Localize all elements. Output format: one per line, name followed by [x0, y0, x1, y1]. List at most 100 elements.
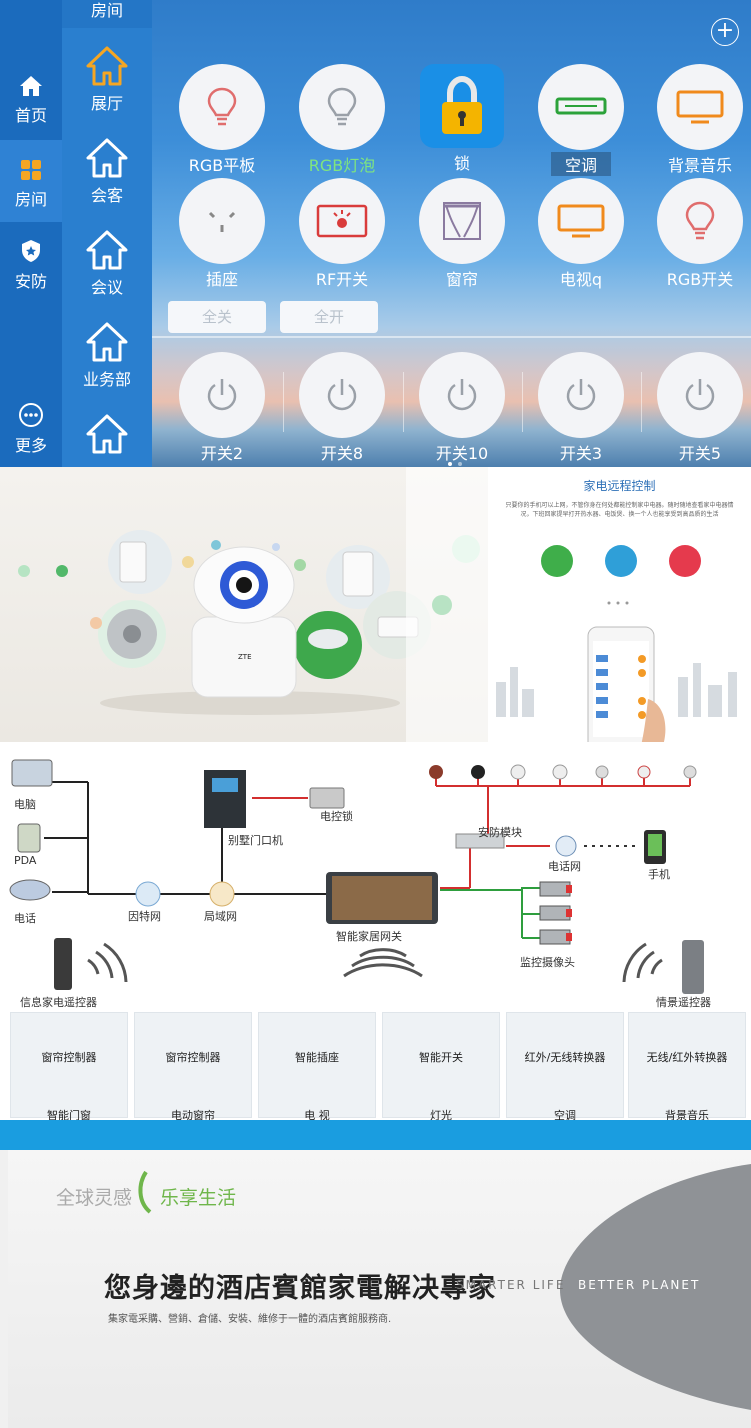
tile-bottom-label: 智能门窗: [47, 1109, 91, 1122]
all-on-button[interactable]: 全开: [280, 301, 378, 333]
house-icon: [86, 322, 128, 362]
smart-home-app: 首页 房间 安防 更多 房间 展厅 会客 会议 业务部 + RGB平板 RGB灯: [0, 0, 751, 467]
nav-home-label: 首页: [14, 106, 47, 125]
power-icon: [566, 379, 596, 411]
tile-smart-switch: 智能开关 灯光: [382, 1012, 500, 1122]
nav-rooms[interactable]: 房间: [0, 140, 62, 222]
tile-curtain-controller-1: 窗帘控制器 智能门窗: [10, 1012, 128, 1122]
device-rf-switch[interactable]: RF开关: [297, 178, 387, 290]
label-remote-right: 情景遥控器: [656, 996, 711, 1009]
tile-smart-socket: 智能插座 电 视: [258, 1012, 376, 1122]
label-gateway: 智能家居网关: [336, 930, 402, 943]
divider: [152, 336, 751, 338]
tagline-smarter-life: SMARTER LIFE: [456, 1278, 566, 1292]
tile-top-label: 智能插座: [295, 1051, 339, 1064]
page-dot: [458, 462, 462, 466]
device-label: RGB开关: [666, 270, 734, 289]
device-label: RGB平板: [188, 156, 256, 175]
all-off-button[interactable]: 全关: [168, 301, 266, 333]
label-camera: 监控摄像头: [520, 956, 575, 969]
room-partial[interactable]: [62, 412, 152, 458]
slogan-left: 全球灵感: [56, 1187, 133, 1209]
promo-description: 只要你的手机可以上网，不管你身在何处都能控制家中电器。随时随地查看家中电器情况，…: [505, 502, 734, 518]
room-label: 业务部: [82, 370, 131, 389]
tile-bottom-label: 电动窗帘: [171, 1109, 215, 1122]
smart-devices-illustration: ZTE: [18, 467, 488, 742]
banner-headline: 您身邊的酒店賓館家電解决專家: [104, 1273, 496, 1304]
switch-5[interactable]: 开关5: [655, 352, 745, 464]
company-banner: [0, 1120, 751, 1428]
tile-curtain-controller-2: 窗帘控制器 电动窗帘: [134, 1012, 252, 1122]
promo-icon-router: [540, 545, 574, 579]
power-icon: [685, 379, 715, 411]
tile-top-label: 红外/无线转换器: [524, 1051, 606, 1064]
tile-top-label: 窗帘控制器: [41, 1051, 97, 1064]
nav-security[interactable]: 安防: [0, 238, 62, 318]
device-label: RGB灯泡: [308, 156, 376, 175]
diagram-lines: [9, 759, 704, 994]
device-curtain[interactable]: 窗帘: [417, 178, 507, 290]
room-business[interactable]: 业务部: [62, 320, 152, 390]
banner-shape: [0, 1120, 751, 1428]
power-icon: [327, 379, 357, 411]
device-bg-music[interactable]: 背景音乐: [655, 64, 745, 176]
svg-text:ZTE: ZTE: [238, 653, 252, 661]
label-computer: 电脑: [14, 798, 36, 811]
device-label: 窗帘: [445, 270, 478, 289]
rf-switch-icon: [316, 204, 368, 238]
device-label: 插座: [205, 270, 238, 289]
device-socket[interactable]: 插座: [177, 178, 267, 290]
tile-bottom-label: 灯光: [430, 1109, 452, 1122]
device-label: 空调: [550, 152, 611, 176]
device-rgb-panel[interactable]: RGB平板: [177, 64, 267, 176]
nav-home[interactable]: 首页: [0, 74, 62, 154]
tile-top-label: 无线/红外转换器: [646, 1051, 728, 1064]
label-telephone-network: 电话网: [548, 860, 581, 873]
bulb-icon: [327, 87, 357, 126]
home-icon: [20, 76, 42, 96]
device-label: 锁: [453, 154, 470, 173]
power-icon: [447, 379, 477, 411]
banner-subline: 集家電采購、營銷、倉儲、安裝、維修于一體的酒店賓館服務商.: [108, 1314, 392, 1325]
tile-bottom-label: 电 视: [304, 1109, 330, 1122]
switch-3[interactable]: 开关3: [536, 352, 626, 464]
device-tv[interactable]: 电视q: [536, 178, 626, 290]
aircon-icon: [555, 97, 607, 115]
switch-2[interactable]: 开关2: [177, 352, 267, 464]
device-lock[interactable]: 锁: [417, 64, 507, 174]
device-rgb-switch[interactable]: RGB开关: [655, 178, 745, 290]
room-list-title: 房间: [62, 0, 152, 28]
tile-top-label: 智能开关: [419, 1051, 463, 1064]
tile-bottom-label: 空调: [554, 1109, 576, 1122]
label-e-lock: 电控锁: [320, 810, 353, 823]
socket-icon: [208, 211, 236, 232]
lock-icon: [442, 75, 482, 134]
add-icon[interactable]: +: [711, 18, 739, 46]
room-label: 会议: [90, 278, 123, 297]
switch-8[interactable]: 开关8: [297, 352, 387, 464]
remote-control-promo: 家电远程控制 只要你的手机可以上网，不管你身在何处都能控制家中电器。随时随地查看…: [488, 467, 751, 742]
side-nav: [0, 0, 62, 467]
separator: [403, 372, 404, 432]
promo-icon-aircon: [604, 545, 638, 579]
promo-title: 家电远程控制: [583, 479, 656, 493]
room-meeting[interactable]: 会议: [62, 228, 152, 298]
nav-more[interactable]: 更多: [0, 402, 62, 467]
label-internet: 因特网: [128, 910, 161, 923]
device-rgb-bulb[interactable]: RGB灯泡: [297, 64, 387, 176]
house-icon: [86, 414, 128, 454]
tv-icon: [676, 90, 724, 124]
house-icon: [86, 138, 128, 178]
nav-rooms-label: 房间: [14, 190, 47, 209]
tv-icon: [557, 204, 605, 238]
curtain-icon: [443, 202, 481, 240]
room-reception[interactable]: 会客: [62, 136, 152, 206]
grid-icon: [21, 160, 41, 180]
switch-10[interactable]: 开关10: [417, 352, 507, 464]
tagline-better-planet: BETTER PLANET: [578, 1278, 701, 1292]
house-icon: [86, 230, 128, 270]
label-pda: PDA: [14, 854, 37, 867]
promo-icon-power: [668, 545, 702, 579]
room-showroom[interactable]: 展厅: [62, 44, 152, 114]
device-aircon[interactable]: 空调: [536, 64, 626, 176]
